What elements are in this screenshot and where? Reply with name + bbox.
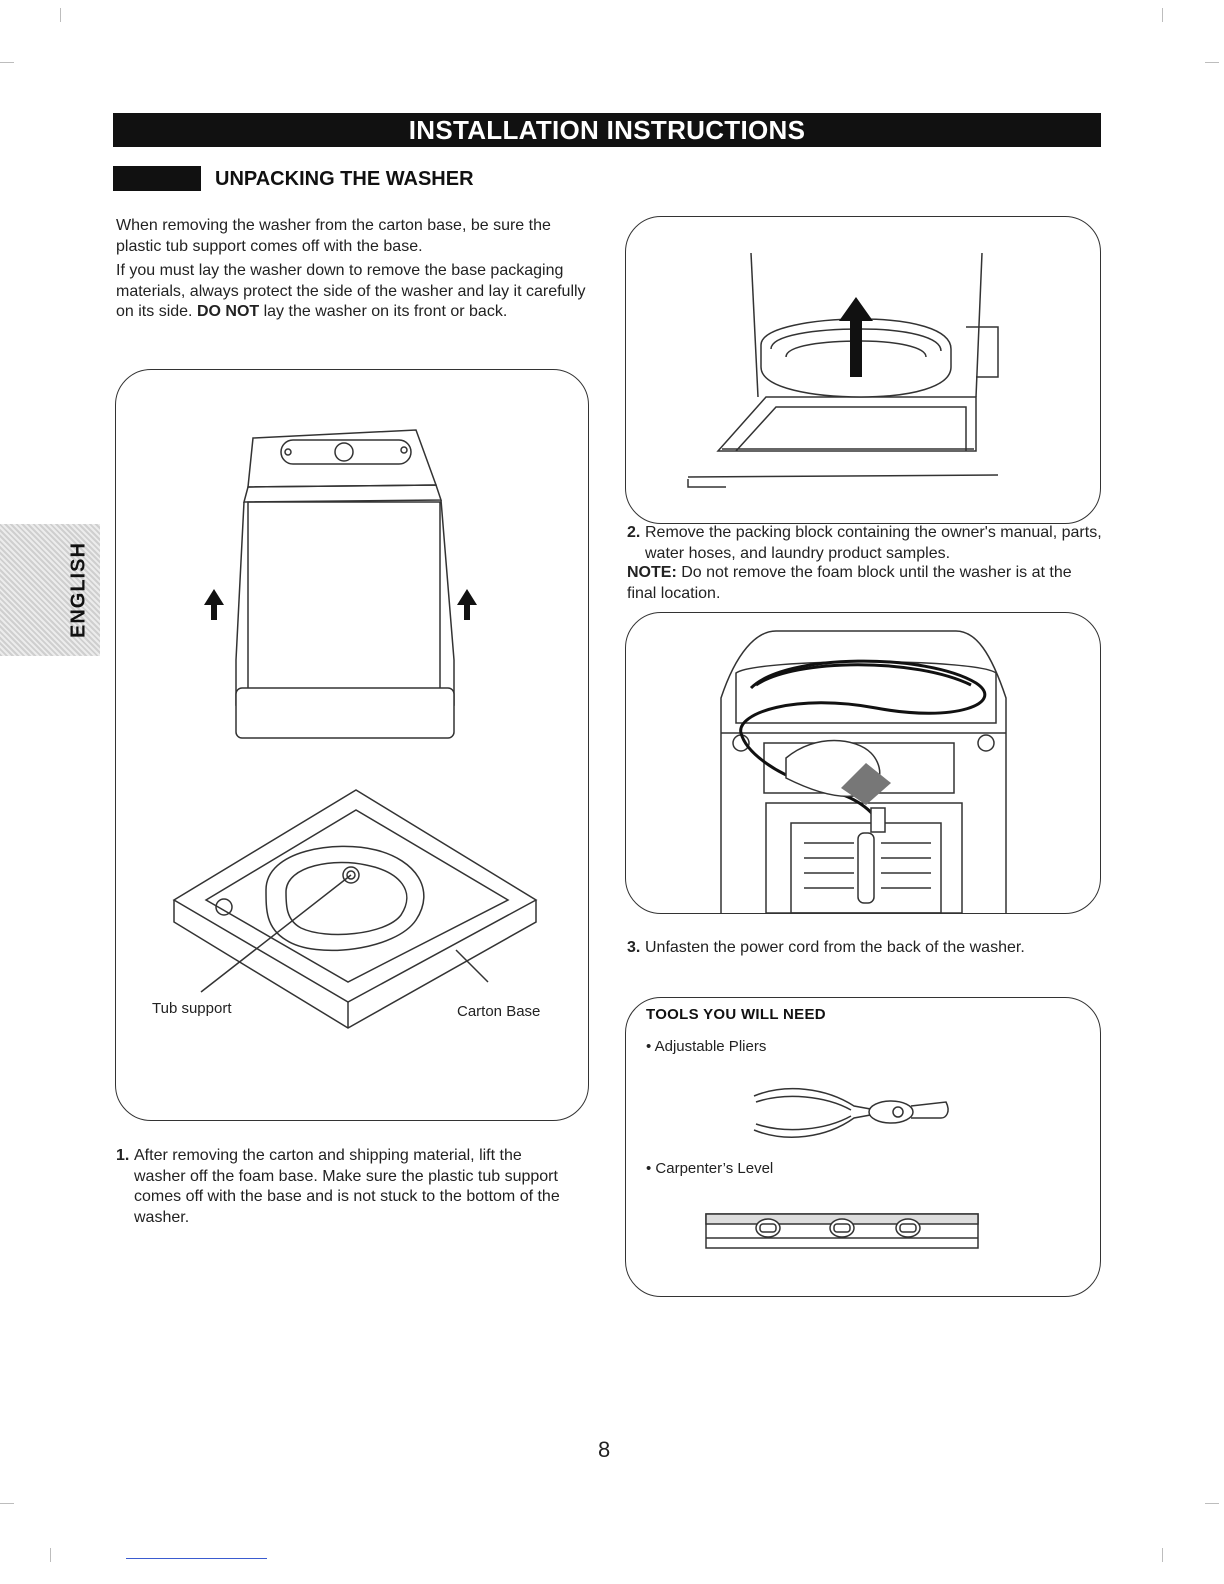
note-text: Do not remove the foam block until the w… [627,564,1072,602]
tool-item-level: • Carpenter’s Level [646,1160,774,1177]
washer-illustration: Tub support Carton Base [152,429,540,1029]
language-tab: ENGLISH [0,524,100,656]
crop-mark [50,1548,51,1562]
crop-mark [1162,8,1163,22]
figure-power-cord [625,612,1101,914]
step-3-text: Unfasten the power cord from the back of… [645,939,1025,956]
section-title: UNPACKING THE WASHER [215,168,474,190]
footer-rule [126,1558,267,1559]
crop-mark [0,1503,14,1504]
intro-text-2b: lay the washer on its front or back. [259,303,508,320]
crop-mark [1205,1503,1219,1504]
level-icon [705,1213,979,1249]
power-cord-illustration [720,630,1007,913]
tool-item-pliers: • Adjustable Pliers [646,1038,767,1055]
tools-title: TOOLS YOU WILL NEED [646,1006,826,1023]
step-3: 3. Unfasten the power cord from the back… [627,938,1113,959]
page-number: 8 [598,1437,611,1462]
step-2: 2. Remove the packing block containing t… [627,523,1113,564]
figure-lift-washer: Tub support Carton Base [115,369,589,1121]
tools-panel: TOOLS YOU WILL NEED • Adjustable Pliers … [625,997,1101,1297]
do-not-warning: DO NOT [196,303,260,320]
label-carton-base: Carton Base [457,1003,540,1020]
intro-text-1: When removing the washer from the carton… [116,217,551,255]
lift-arrow-left [204,589,224,620]
intro-text-2a: If you must lay the washer down to remov… [116,262,586,320]
hand-illustration [785,739,891,833]
crop-mark [0,62,14,63]
crop-mark [1162,1548,1163,1562]
lift-arrow-right [457,589,477,620]
crop-mark [1205,62,1219,63]
pliers-icon [753,1087,949,1138]
step-1-text: After removing the carton and shipping m… [134,1147,560,1226]
label-tub-support: Tub support [152,1000,232,1017]
intro-paragraph-2: If you must lay the washer down to remov… [116,261,594,323]
step-3-number: 3. [627,939,641,956]
note: NOTE: Do not remove the foam block until… [627,563,1095,604]
section-marker [113,166,201,191]
page-banner: INSTALLATION INSTRUCTIONS [113,113,1101,147]
step-1-number: 1. [116,1147,130,1164]
step-2-number: 2. [627,524,641,541]
figure-tub-support [625,216,1101,524]
lift-arrow-up [839,297,873,377]
intro-paragraph-1: When removing the washer from the carton… [116,216,591,257]
step-1: 1. After removing the carton and shippin… [116,1146,574,1228]
note-label: NOTE: [627,564,677,581]
language-tab-label: ENGLISH [67,542,90,638]
step-2-text: Remove the packing block containing the … [645,524,1102,562]
tub-support-illustration [687,252,999,488]
crop-mark [60,8,61,22]
